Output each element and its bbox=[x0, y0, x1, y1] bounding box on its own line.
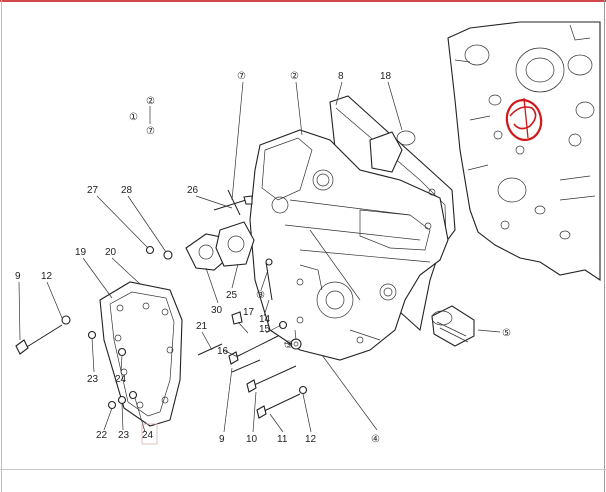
washer-part-12-left bbox=[61, 315, 71, 325]
bolt-part-9-lower bbox=[231, 359, 261, 373]
callout-25: 25 bbox=[226, 290, 238, 301]
bolt-part-7 bbox=[227, 189, 241, 216]
callout-8: 8 bbox=[338, 71, 344, 82]
bolt-part-11 bbox=[256, 393, 301, 419]
left-border bbox=[1, 0, 2, 492]
dowel-part-17 bbox=[231, 311, 243, 325]
callout-15: 15 bbox=[259, 324, 271, 335]
washer-part-28 bbox=[163, 250, 173, 260]
washer-part-12-lower bbox=[298, 385, 308, 395]
nut-part-23a bbox=[87, 330, 97, 340]
leader-lines bbox=[18, 81, 501, 433]
top-border bbox=[0, 0, 606, 2]
callout-30: 30 bbox=[211, 305, 223, 316]
washer-part-15 bbox=[278, 320, 288, 330]
bolt-part-21 bbox=[197, 343, 223, 356]
callout-16: 16 bbox=[217, 346, 229, 357]
stud-part-26 bbox=[213, 195, 253, 211]
pin-part-14 bbox=[265, 258, 273, 301]
callout-23-b: 23 bbox=[118, 430, 130, 441]
callout-18: 18 bbox=[380, 71, 392, 82]
nut-part-23b bbox=[117, 395, 127, 405]
callout-26: 26 bbox=[187, 185, 199, 196]
bottom-border bbox=[0, 469, 606, 470]
callout-12-left: 12 bbox=[41, 271, 53, 282]
callout-28: 28 bbox=[121, 185, 133, 196]
callout-5: ⑤ bbox=[502, 328, 511, 339]
callout-2-small: ② bbox=[146, 96, 155, 107]
callout-3: ③ bbox=[256, 290, 265, 301]
bolt-part-16 bbox=[228, 335, 279, 365]
callout-24-b: 24 bbox=[142, 430, 154, 441]
nut-part-27 bbox=[145, 245, 155, 255]
callout-10: 10 bbox=[246, 434, 258, 445]
washer-part-24a bbox=[117, 347, 127, 357]
callout-11: 11 bbox=[277, 434, 288, 445]
engine-block bbox=[447, 21, 601, 282]
callout-1: ① bbox=[129, 112, 138, 123]
callout-9-left: 9 bbox=[15, 271, 21, 282]
callout-7: ⑦ bbox=[237, 71, 246, 82]
highlight-marker bbox=[141, 423, 158, 445]
callout-24-a: 24 bbox=[115, 374, 127, 385]
right-border bbox=[604, 0, 605, 492]
callout-7-small: ⑦ bbox=[146, 126, 155, 137]
callout-2: ② bbox=[290, 71, 299, 82]
callout-12-lower: 12 bbox=[305, 434, 317, 445]
callout-3-b: ③ bbox=[284, 340, 293, 351]
gear-case-part-2 bbox=[249, 129, 449, 361]
callout-9-lower: 9 bbox=[219, 434, 225, 445]
callout-4: ④ bbox=[371, 434, 380, 445]
oil-filter-part-5 bbox=[431, 305, 475, 347]
washer-part-24b bbox=[128, 390, 138, 400]
callout-14: 14 bbox=[259, 314, 271, 325]
callout-22: 22 bbox=[96, 430, 108, 441]
callout-17: 17 bbox=[243, 307, 255, 318]
gasket-part-25 bbox=[215, 221, 255, 267]
callout-23-a: 23 bbox=[87, 374, 99, 385]
nut-part-22 bbox=[107, 400, 117, 410]
bolt-part-9-left bbox=[15, 324, 63, 355]
cover-plate-part-19 bbox=[99, 281, 183, 427]
callout-27: 27 bbox=[87, 185, 99, 196]
callout-21: 21 bbox=[196, 321, 208, 332]
callout-19: 19 bbox=[75, 247, 87, 258]
callout-labels: ① ② ⑦ ⑦ ② 8 18 27 28 26 19 20 9 12 30 25… bbox=[15, 71, 511, 445]
callout-20: 20 bbox=[105, 247, 117, 258]
bolt-part-10 bbox=[246, 365, 297, 393]
o-ring-part-18 bbox=[369, 130, 416, 173]
red-markup-circle bbox=[505, 97, 543, 141]
